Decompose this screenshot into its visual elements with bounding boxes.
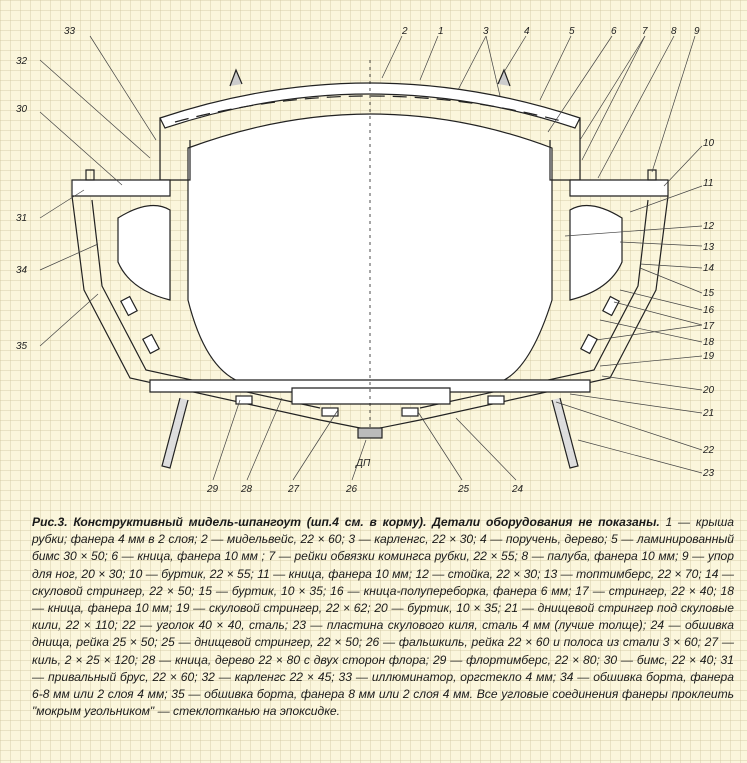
label-29: 29 — [206, 484, 219, 495]
floor-timber — [149, 379, 591, 393]
keel — [291, 387, 451, 405]
label-21: 21 — [702, 408, 714, 419]
coaming-left — [159, 118, 191, 181]
label-3: 3 — [483, 26, 489, 37]
label-33: 33 — [64, 26, 76, 37]
caption-title: Рис.3. Конструктивный мидель-шпангоут (ш… — [32, 515, 660, 529]
handrail-left — [229, 68, 243, 87]
label-34: 34 — [16, 265, 28, 276]
deck-right — [569, 179, 669, 197]
cabin-roof-dashes — [174, 95, 566, 123]
bilge-keel-left — [161, 397, 189, 469]
label-24: 24 — [511, 484, 524, 495]
midship-section-drawing: 2 1 3 4 5 6 7 8 9 10 11 12 13 14 15 16 1… — [16, 26, 715, 495]
hull-structure — [71, 60, 669, 469]
label-17: 17 — [703, 321, 715, 332]
hull-side-right — [369, 195, 669, 431]
label-2: 2 — [401, 26, 408, 37]
label-16: 16 — [703, 305, 715, 316]
label-10: 10 — [703, 138, 715, 149]
leader-lines — [39, 35, 703, 481]
caption-body: 1 — крыша рубки; фанера 4 мм в 2 слоя; 2… — [32, 515, 734, 719]
label-35: 35 — [16, 341, 28, 352]
label-11: 11 — [703, 178, 713, 189]
coaming-right — [549, 118, 581, 181]
figure-caption: Рис.3. Конструктивный мидель-шпангоут (ш… — [32, 514, 734, 720]
label-9: 9 — [694, 26, 700, 37]
label-31: 31 — [16, 213, 27, 224]
gusset-left — [117, 204, 171, 301]
label-dp: ДП — [355, 458, 371, 469]
deck-left — [71, 179, 171, 197]
label-20: 20 — [702, 385, 715, 396]
foot-stop-left — [85, 169, 95, 181]
label-26: 26 — [345, 484, 358, 495]
foot-stop-right — [647, 169, 657, 181]
label-13: 13 — [703, 242, 715, 253]
handrail-right — [497, 68, 511, 87]
stringers — [120, 295, 620, 417]
label-32: 32 — [16, 56, 28, 67]
label-4: 4 — [524, 26, 530, 37]
label-28: 28 — [240, 484, 253, 495]
gusset-right — [569, 204, 623, 301]
label-1: 1 — [438, 26, 444, 37]
label-6: 6 — [611, 26, 617, 37]
label-5: 5 — [569, 26, 575, 37]
label-23: 23 — [702, 468, 715, 479]
cabin-interior — [187, 113, 553, 383]
cabin-roof — [159, 82, 581, 129]
label-27: 27 — [287, 484, 300, 495]
bilge-keel-right — [551, 397, 579, 469]
callout-labels: 2 1 3 4 5 6 7 8 9 10 11 12 13 14 15 16 1… — [16, 26, 715, 495]
hull-side-left — [71, 195, 371, 431]
label-7: 7 — [642, 26, 648, 37]
label-25: 25 — [457, 484, 470, 495]
label-15: 15 — [703, 288, 715, 299]
label-8: 8 — [671, 26, 677, 37]
label-22: 22 — [702, 445, 715, 456]
label-30: 30 — [16, 104, 28, 115]
label-14: 14 — [703, 263, 715, 274]
label-19: 19 — [703, 351, 715, 362]
label-12: 12 — [703, 221, 715, 232]
label-18: 18 — [703, 337, 715, 348]
false-keel — [357, 427, 383, 439]
